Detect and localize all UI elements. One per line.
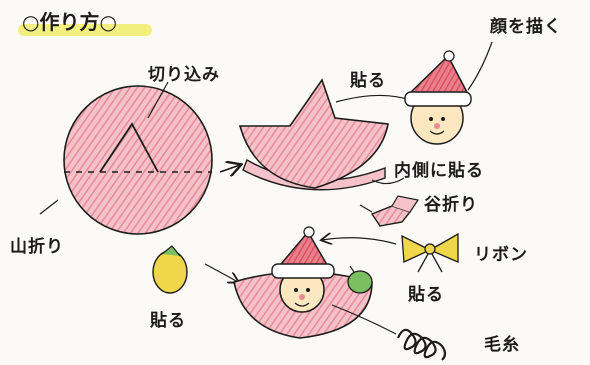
label-draw-face: 顔を描く [490,17,562,37]
cut-leader [147,81,169,119]
label-paste-top: 貼る [350,71,386,91]
yellow-ball [152,245,238,294]
label-cut: 切り込み [148,65,220,85]
label-valley-fold: 谷折り [424,195,478,215]
ball-arrow [204,263,238,282]
label-ribbon: リボン [474,245,528,265]
green-mitten [347,270,373,294]
yarn-leader [331,304,397,335]
valley-fold-piece [359,195,419,227]
cut-line [99,122,159,173]
inside-leader [371,177,405,185]
fold-leader [39,199,59,215]
label-inside-paste: 内側に貼る [394,161,484,181]
label-paste-ribbon: 貼る [408,285,444,305]
title-highlight [18,24,152,36]
ribbon [322,234,459,273]
step2-folded-shape [238,78,411,191]
ribbon-arrow [322,238,397,244]
paste-leader [335,94,411,103]
santa-face-top [404,41,493,145]
yarn-squiggle [396,328,447,361]
final-santa [233,226,397,339]
label-mountain-fold: 山折り [10,237,64,257]
page-title: ○作り方○ [22,10,117,34]
face-leader [467,41,493,91]
arrow-step1-to-step2 [219,165,240,172]
step1-circle [39,81,213,235]
label-paste-bottom: 貼る [150,311,186,331]
label-yarn: 毛糸 [484,335,520,355]
